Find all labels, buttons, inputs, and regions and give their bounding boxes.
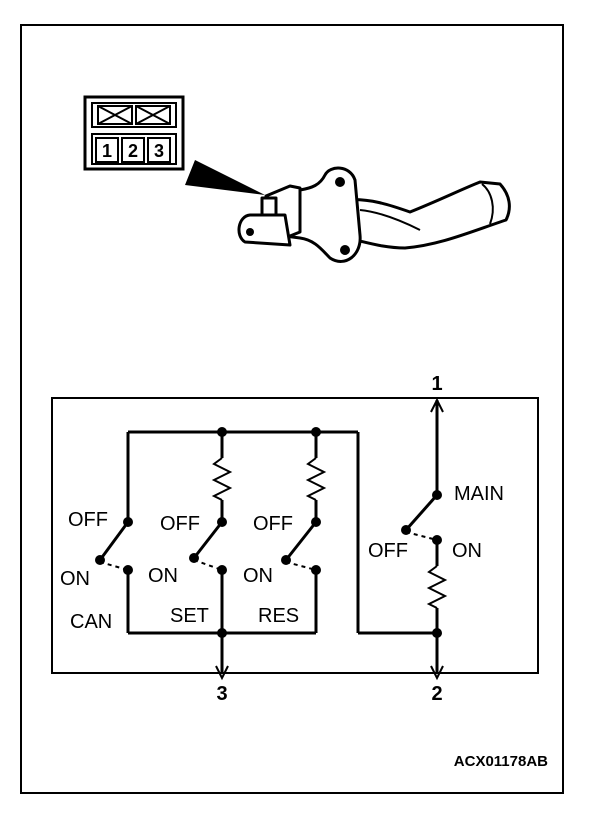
connector-pin-3: 3: [154, 141, 164, 161]
can-off-label: OFF: [68, 509, 108, 531]
set-off-label: OFF: [160, 513, 200, 535]
terminal-1-label: 1: [431, 373, 442, 395]
can-on-label: ON: [60, 568, 90, 590]
res-off-label: OFF: [253, 513, 293, 535]
main-switch-label: MAIN: [454, 483, 504, 505]
set-on-label: ON: [148, 565, 178, 587]
schematic: [51, 397, 539, 681]
connector-pin-2: 2: [128, 141, 138, 161]
res-switch-label: RES: [258, 605, 299, 627]
figure-code: ACX01178AB: [454, 753, 548, 770]
connector-face: 1 2 3: [83, 95, 185, 171]
set-switch-label: SET: [170, 605, 209, 627]
figure-frame: [20, 24, 564, 794]
terminal-2-label: 2: [431, 683, 442, 705]
can-switch-label: CAN: [70, 611, 112, 633]
lever-switch-illustration: [237, 166, 511, 263]
connector-pin-1: 1: [102, 141, 112, 161]
unused-cavity-icon: [97, 105, 133, 125]
main-on-label: ON: [452, 540, 482, 562]
res-on-label: ON: [243, 565, 273, 587]
switch-assembly-outline: [51, 397, 539, 674]
pointer-arrow-icon: [185, 160, 265, 195]
unused-cavity-icon: [135, 105, 171, 125]
terminal-3-label: 3: [216, 683, 227, 705]
contact-dots: [95, 427, 442, 638]
main-off-label: OFF: [368, 540, 408, 562]
